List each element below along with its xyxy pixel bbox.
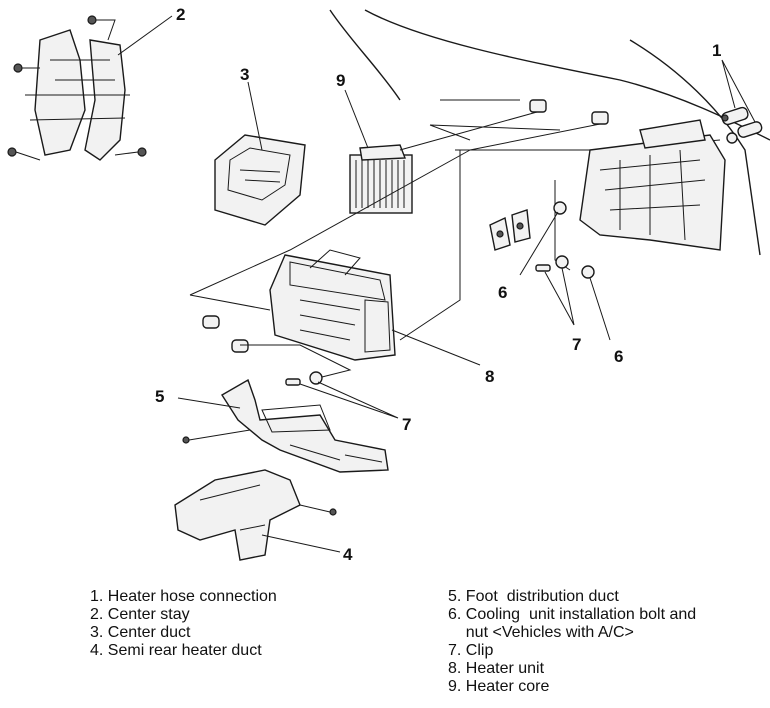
- legend-item-1: 1. Heater hose connection: [90, 588, 277, 605]
- callout-4: 4: [343, 545, 353, 564]
- heater-hose-connection: [721, 106, 763, 144]
- center-stay: [7, 15, 147, 161]
- callout-6a: 6: [498, 283, 507, 302]
- heater-core: [349, 144, 413, 214]
- heater-unit: [269, 249, 396, 361]
- semi-rear-heater-duct: [174, 469, 337, 561]
- legend-left: 1. Heater hose connection 2. Center stay…: [90, 588, 390, 660]
- legend-right: 5. Foot distribution duct 6. Cooling uni…: [448, 588, 758, 696]
- callout-8: 8: [485, 367, 494, 386]
- callout-3: 3: [240, 65, 249, 84]
- callout-2: 2: [176, 5, 185, 24]
- legend-item-9: 9. Heater core: [448, 678, 550, 695]
- legend-item-2: 2. Center stay: [90, 606, 190, 623]
- legend-item-3: 3. Center duct: [90, 624, 191, 641]
- legend-item-7: 7. Clip: [448, 642, 494, 659]
- callout-5: 5: [155, 387, 164, 406]
- cooling-unit-bolts: [535, 201, 595, 279]
- clips: [285, 371, 323, 386]
- legend-item-5: 5. Foot distribution duct: [448, 588, 619, 605]
- callout-7b: 7: [402, 415, 411, 434]
- callout-6b: 6: [614, 347, 623, 366]
- legend-item-6: 6. Cooling unit installation bolt and: [448, 606, 697, 623]
- callout-7a: 7: [572, 335, 581, 354]
- exploded-parts-diagram: 1 2 3 9: [7, 5, 770, 564]
- legend-item-6-continued: nut <Vehicles with A/C>: [448, 624, 634, 641]
- legend-item-8: 8. Heater unit: [448, 660, 545, 677]
- legend-item-4: 4. Semi rear heater duct: [90, 642, 262, 659]
- heater-unit-grommets: [202, 315, 249, 353]
- foot-distribution-duct: [182, 378, 389, 473]
- callout-1: 1: [712, 41, 721, 60]
- callout-9: 9: [336, 71, 345, 90]
- center-duct: [214, 134, 306, 226]
- dash-clips: [399, 99, 609, 251]
- dashboard-frame: [579, 119, 726, 251]
